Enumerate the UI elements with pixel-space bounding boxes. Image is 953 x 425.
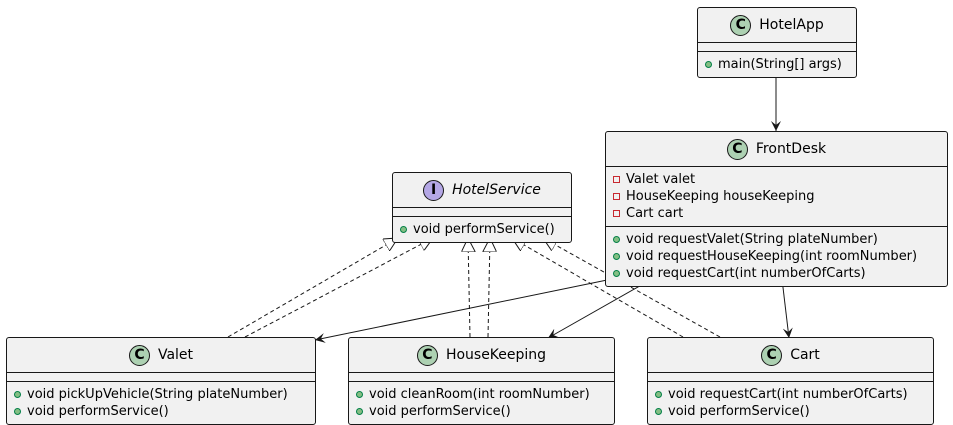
method-text: void performService() <box>27 404 169 419</box>
method-row: void requestCart(int numberOfCarts) <box>613 265 941 282</box>
field-row: HouseKeeping houseKeeping <box>613 188 941 205</box>
field-row: Valet valet <box>613 171 941 188</box>
public-visibility-icon <box>613 253 620 260</box>
methods-section: main(String[] args) <box>698 51 856 77</box>
class-name: Cart <box>790 347 820 363</box>
class-badge-icon: C <box>726 138 748 160</box>
public-visibility-icon <box>613 270 620 277</box>
methods-section: void requestValet(String plateNumber) vo… <box>606 226 947 286</box>
public-visibility-icon <box>14 408 21 415</box>
field-text: Cart cart <box>626 206 684 221</box>
methods-section: void requestCart(int numberOfCarts) void… <box>648 381 933 424</box>
public-visibility-icon <box>14 391 21 398</box>
realization-valet-2 <box>244 238 433 338</box>
class-cart[interactable]: C Cart void requestCart(int numberOfCart… <box>647 337 934 425</box>
public-visibility-icon <box>356 391 363 398</box>
realization-housekeeping-2 <box>488 238 490 338</box>
class-hotelapp[interactable]: C HotelApp main(String[] args) <box>697 7 857 78</box>
method-text: void performService() <box>369 404 511 419</box>
class-header: C HouseKeeping <box>349 338 614 372</box>
class-header: C FrontDesk <box>606 132 947 166</box>
public-visibility-icon <box>613 236 620 243</box>
interface-badge-icon: I <box>423 179 445 201</box>
fields-section: Valet valet HouseKeeping houseKeeping Ca… <box>606 166 947 226</box>
public-visibility-icon <box>356 408 363 415</box>
public-visibility-icon <box>400 226 407 233</box>
class-badge-icon: C <box>730 14 752 36</box>
class-name: Valet <box>157 347 194 363</box>
class-name: HotelService <box>452 182 541 198</box>
fields-section <box>349 372 614 381</box>
method-row: void pickUpVehicle(String plateNumber) <box>14 386 309 403</box>
class-header: C Valet <box>7 338 315 372</box>
fields-section <box>393 207 571 216</box>
public-visibility-icon <box>655 408 662 415</box>
fields-section <box>7 372 315 381</box>
methods-section: void cleanRoom(int roomNumber) void perf… <box>349 381 614 424</box>
realization-housekeeping-1 <box>468 238 470 338</box>
method-row: void requestCart(int numberOfCarts) <box>655 386 927 403</box>
edge-frontdesk-housekeeping <box>547 278 653 339</box>
edge-frontdesk-cart <box>781 278 793 339</box>
realization-cart-1 <box>512 238 684 338</box>
methods-section: void performService() <box>393 216 571 242</box>
class-valet[interactable]: C Valet void pickUpVehicle(String plateN… <box>6 337 316 425</box>
class-header: C Cart <box>648 338 933 372</box>
method-row: void requestHouseKeeping(int roomNumber) <box>613 248 941 265</box>
method-row: void performService() <box>400 221 565 238</box>
class-name: FrontDesk <box>755 141 827 157</box>
method-row: void performService() <box>356 403 608 420</box>
method-text: void performService() <box>668 404 810 419</box>
class-header: I HotelService <box>393 173 571 207</box>
method-text: void cleanRoom(int roomNumber) <box>369 387 590 402</box>
class-badge-icon: C <box>416 344 438 366</box>
field-text: Valet valet <box>626 172 696 187</box>
class-frontdesk[interactable]: C FrontDesk Valet valet HouseKeeping hou… <box>605 131 948 287</box>
class-badge-icon: C <box>761 344 783 366</box>
methods-section: void pickUpVehicle(String plateNumber) v… <box>7 381 315 424</box>
private-visibility-icon <box>613 193 620 200</box>
method-text: void requestCart(int numberOfCarts) <box>668 387 908 402</box>
private-visibility-icon <box>613 176 620 183</box>
method-row: void performService() <box>655 403 927 420</box>
method-text: void performService() <box>413 222 555 237</box>
interface-hotelservice[interactable]: I HotelService void performService() <box>392 172 572 243</box>
field-row: Cart cart <box>613 205 941 222</box>
fields-section <box>698 42 856 51</box>
field-text: HouseKeeping houseKeeping <box>626 189 815 204</box>
method-text: void requestValet(String plateNumber) <box>626 232 878 247</box>
realization-valet-1 <box>227 238 398 338</box>
method-row: void performService() <box>14 403 309 420</box>
public-visibility-icon <box>655 391 662 398</box>
class-housekeeping[interactable]: C HouseKeeping void cleanRoom(int roomNu… <box>348 337 615 425</box>
realization-cart-2 <box>543 238 721 338</box>
fields-section <box>648 372 933 381</box>
method-text: void requestCart(int numberOfCarts) <box>626 266 866 281</box>
class-badge-icon: C <box>128 344 150 366</box>
edge-frontdesk-valet <box>314 278 613 343</box>
method-row: main(String[] args) <box>705 56 850 73</box>
method-text: void requestHouseKeeping(int roomNumber) <box>626 249 918 264</box>
class-name: HouseKeeping <box>445 347 547 363</box>
method-row: void requestValet(String plateNumber) <box>613 231 941 248</box>
method-text: void pickUpVehicle(String plateNumber) <box>27 387 288 402</box>
method-text: main(String[] args) <box>718 57 842 72</box>
method-row: void cleanRoom(int roomNumber) <box>356 386 608 403</box>
class-name: HotelApp <box>759 17 824 33</box>
private-visibility-icon <box>613 210 620 217</box>
class-header: C HotelApp <box>698 8 856 42</box>
public-visibility-icon <box>705 61 712 68</box>
